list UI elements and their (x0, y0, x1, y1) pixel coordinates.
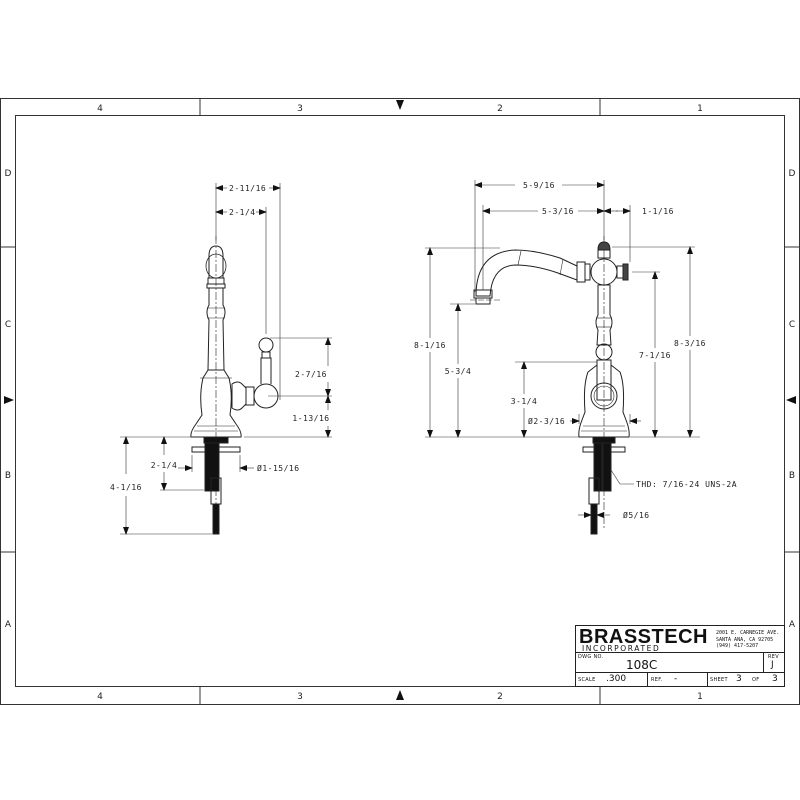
ref-value: - (674, 674, 678, 684)
title-block: BRASSTECH INCORPORATED 2001 E. CARNEGIE … (575, 625, 785, 687)
centering-marks (4, 100, 796, 700)
front-view-faucet (470, 236, 630, 535)
scale-label: SCALE (578, 677, 596, 683)
front-view-dimension-labels: 5-9/16 5-3/16 1-1/16 8-1/16 5-3/4 3-1/4 … (414, 181, 737, 520)
col-label-bottom-1: 1 (697, 692, 703, 702)
row-label-left-c: C (5, 320, 11, 330)
dim-overall-reach: 2-11/16 (229, 184, 266, 193)
ref-cell: REF. - (648, 673, 708, 686)
dwg-no-cell: DWG NO. 108C (576, 653, 764, 673)
thread-note: THD: 7/16-24 UNS-2A (636, 480, 737, 489)
dim-side-base-diameter: Ø1-15/16 (257, 463, 300, 473)
sheet-cell: SHEET 3 OF 3 (708, 673, 784, 686)
row-label-right-b: B (789, 471, 795, 481)
ref-label: REF. (651, 677, 663, 683)
address-line-3: (949) 417-5207 (716, 643, 759, 649)
title-block-brand-area: BRASSTECH INCORPORATED 2001 E. CARNEGIE … (576, 626, 784, 653)
rev-value: J (771, 660, 774, 670)
dim-shank-length: 2-1/4 (151, 461, 178, 470)
dim-handle-reach: 2-1/4 (229, 208, 256, 217)
front-view-dimensions (425, 180, 700, 518)
brand-sub: INCORPORATED (582, 644, 661, 653)
sheet-value: 3 (736, 674, 742, 684)
brand-name: BRASSTECH (579, 626, 708, 648)
dim-shank-diameter: Ø5/16 (623, 510, 650, 520)
rev-cell: REV J (764, 653, 784, 673)
sheet-total-value: 3 (772, 674, 778, 684)
rev-label: REV (768, 654, 779, 660)
dim-spout-reach-total: 5-9/16 (523, 181, 555, 190)
row-label-left-b: B (5, 471, 11, 481)
col-label-bottom-3: 3 (297, 692, 303, 702)
scale-value: .300 (606, 674, 627, 684)
col-label-top-1: 1 (697, 104, 703, 114)
dim-spout-outlet-height: 5-3/4 (445, 367, 472, 376)
company-address: 2001 E. CARNEGIE AVE. SANTA ANA, CA 9270… (716, 630, 779, 650)
col-label-bottom-4: 4 (97, 692, 103, 702)
dim-front-base-diameter: Ø2-3/16 (528, 416, 565, 426)
side-view-dimension-labels: 2-11/16 2-1/4 2-7/16 1-13/16 2-1/4 4-1/1… (110, 184, 329, 492)
sheet-label: SHEET (710, 677, 728, 683)
dim-spout-reach: 5-3/16 (542, 207, 574, 216)
dim-handle-pivot-height: 3-1/4 (511, 397, 538, 406)
row-label-right-c: C (789, 320, 795, 330)
row-label-right-d: D (789, 169, 796, 179)
side-view-dimensions (120, 183, 332, 535)
zone-labels: 4 3 2 1 4 3 2 1 D C B A D C B A (5, 104, 796, 702)
row-label-right-a: A (789, 620, 796, 630)
dim-handle-height: 2-7/16 (295, 370, 327, 379)
col-label-top-3: 3 (297, 104, 303, 114)
scale-cell: SCALE .300 (576, 673, 648, 686)
dim-handle-offset: 1-1/16 (642, 207, 674, 216)
dim-handle-base-height: 1-13/16 (292, 414, 329, 423)
col-label-top-4: 4 (97, 104, 103, 114)
address-line-1: 2001 E. CARNEGIE AVE. (716, 630, 780, 636)
col-label-bottom-2: 2 (497, 692, 503, 702)
dim-overall-height: 8-3/16 (674, 339, 706, 348)
row-label-left-a: A (5, 620, 12, 630)
address-line-2: SANTA ANA, CA 92705 (716, 636, 774, 643)
drawing-frame (0, 98, 800, 705)
dim-handle-knob-height: 7-1/16 (639, 351, 671, 360)
side-view-faucet (190, 236, 279, 535)
dim-total-shank: 4-1/16 (110, 483, 142, 492)
dwg-no-label: DWG NO. (578, 654, 604, 660)
dim-spout-height: 8-1/16 (414, 341, 446, 350)
dwg-no-value: 108C (626, 658, 658, 672)
row-label-left-d: D (5, 169, 12, 179)
col-label-top-2: 2 (497, 104, 503, 114)
of-label: OF (752, 677, 760, 683)
